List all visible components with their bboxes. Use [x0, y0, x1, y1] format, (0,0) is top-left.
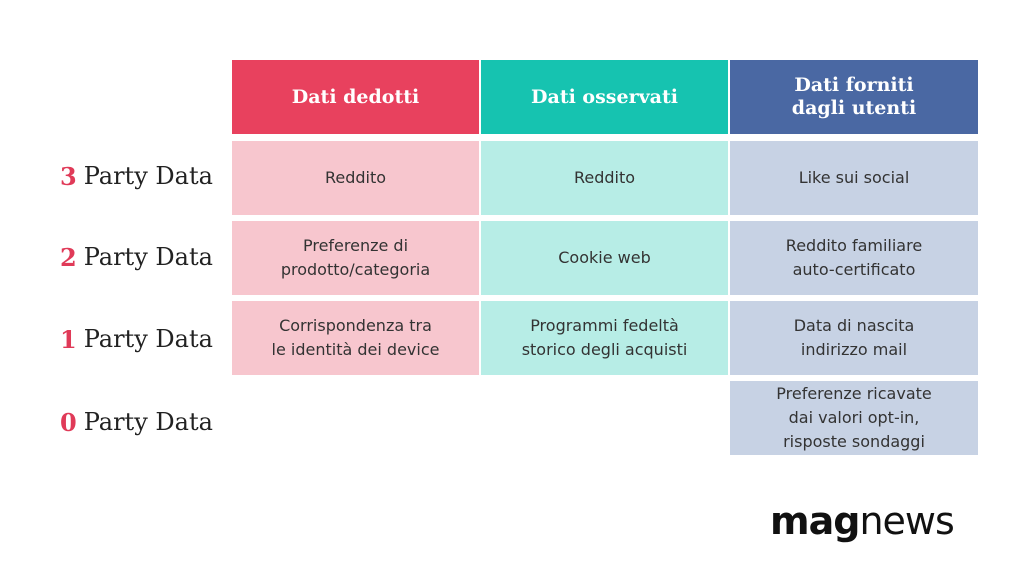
row-label-3-party: 3 Party Data: [60, 139, 230, 213]
cell-text: Cookie web: [558, 248, 651, 267]
row-number: 3: [60, 161, 77, 191]
cell-text: Programmi fedeltà storico degli acquisti: [521, 316, 688, 359]
cell-1-dedotti: Corrispondenza tra le identità dei devic…: [232, 301, 479, 375]
cell-text: Reddito: [324, 168, 387, 187]
row-text: Party Data: [83, 243, 213, 271]
row-text: Party Data: [83, 408, 213, 436]
row-label-1-party: 1 Party Data: [60, 302, 230, 376]
cell-text: Reddito familiare auto-certificato: [785, 236, 923, 279]
row-number: 1: [60, 324, 77, 354]
header-dati-forniti: Dati forniti dagli utenti: [730, 60, 978, 134]
cell-2-dedotti: Preferenze di prodotto/categoria: [232, 221, 479, 295]
header-label: Dati dedotti: [291, 85, 420, 108]
cell-0-forniti: Preferenze ricavate dai valori opt-in, r…: [730, 381, 978, 455]
row-text: Party Data: [83, 162, 213, 190]
logo-mag: mag: [770, 499, 860, 543]
cell-text: Reddito: [573, 168, 636, 187]
cell-3-forniti: Like sui social: [730, 141, 978, 215]
cell-text: Preferenze di prodotto/categoria: [280, 236, 431, 279]
row-text: Party Data: [83, 325, 213, 353]
cell-3-dedotti: Reddito: [232, 141, 479, 215]
cell-text: Like sui social: [798, 168, 910, 187]
logo-news: news: [859, 499, 954, 543]
header-label: Dati forniti dagli utenti: [791, 74, 917, 119]
cell-1-osservati: Programmi fedeltà storico degli acquisti: [481, 301, 728, 375]
header-dati-dedotti: Dati dedotti: [232, 60, 479, 134]
cell-2-forniti: Reddito familiare auto-certificato: [730, 221, 978, 295]
cell-3-osservati: Reddito: [481, 141, 728, 215]
header-label: Dati osservati: [531, 85, 678, 108]
row-number: 0: [60, 407, 77, 437]
cell-text: Preferenze ricavate dai valori opt-in, r…: [776, 384, 932, 451]
row-label-2-party: 2 Party Data: [60, 220, 230, 294]
row-label-0-party: 0 Party Data: [60, 385, 230, 459]
cell-1-forniti: Data di nascita indirizzo mail: [730, 301, 978, 375]
cell-text: Corrispondenza tra le identità dei devic…: [271, 316, 440, 359]
cell-2-osservati: Cookie web: [481, 221, 728, 295]
cell-text: Data di nascita indirizzo mail: [793, 316, 915, 359]
header-dati-osservati: Dati osservati: [481, 60, 728, 134]
row-number: 2: [60, 242, 77, 272]
